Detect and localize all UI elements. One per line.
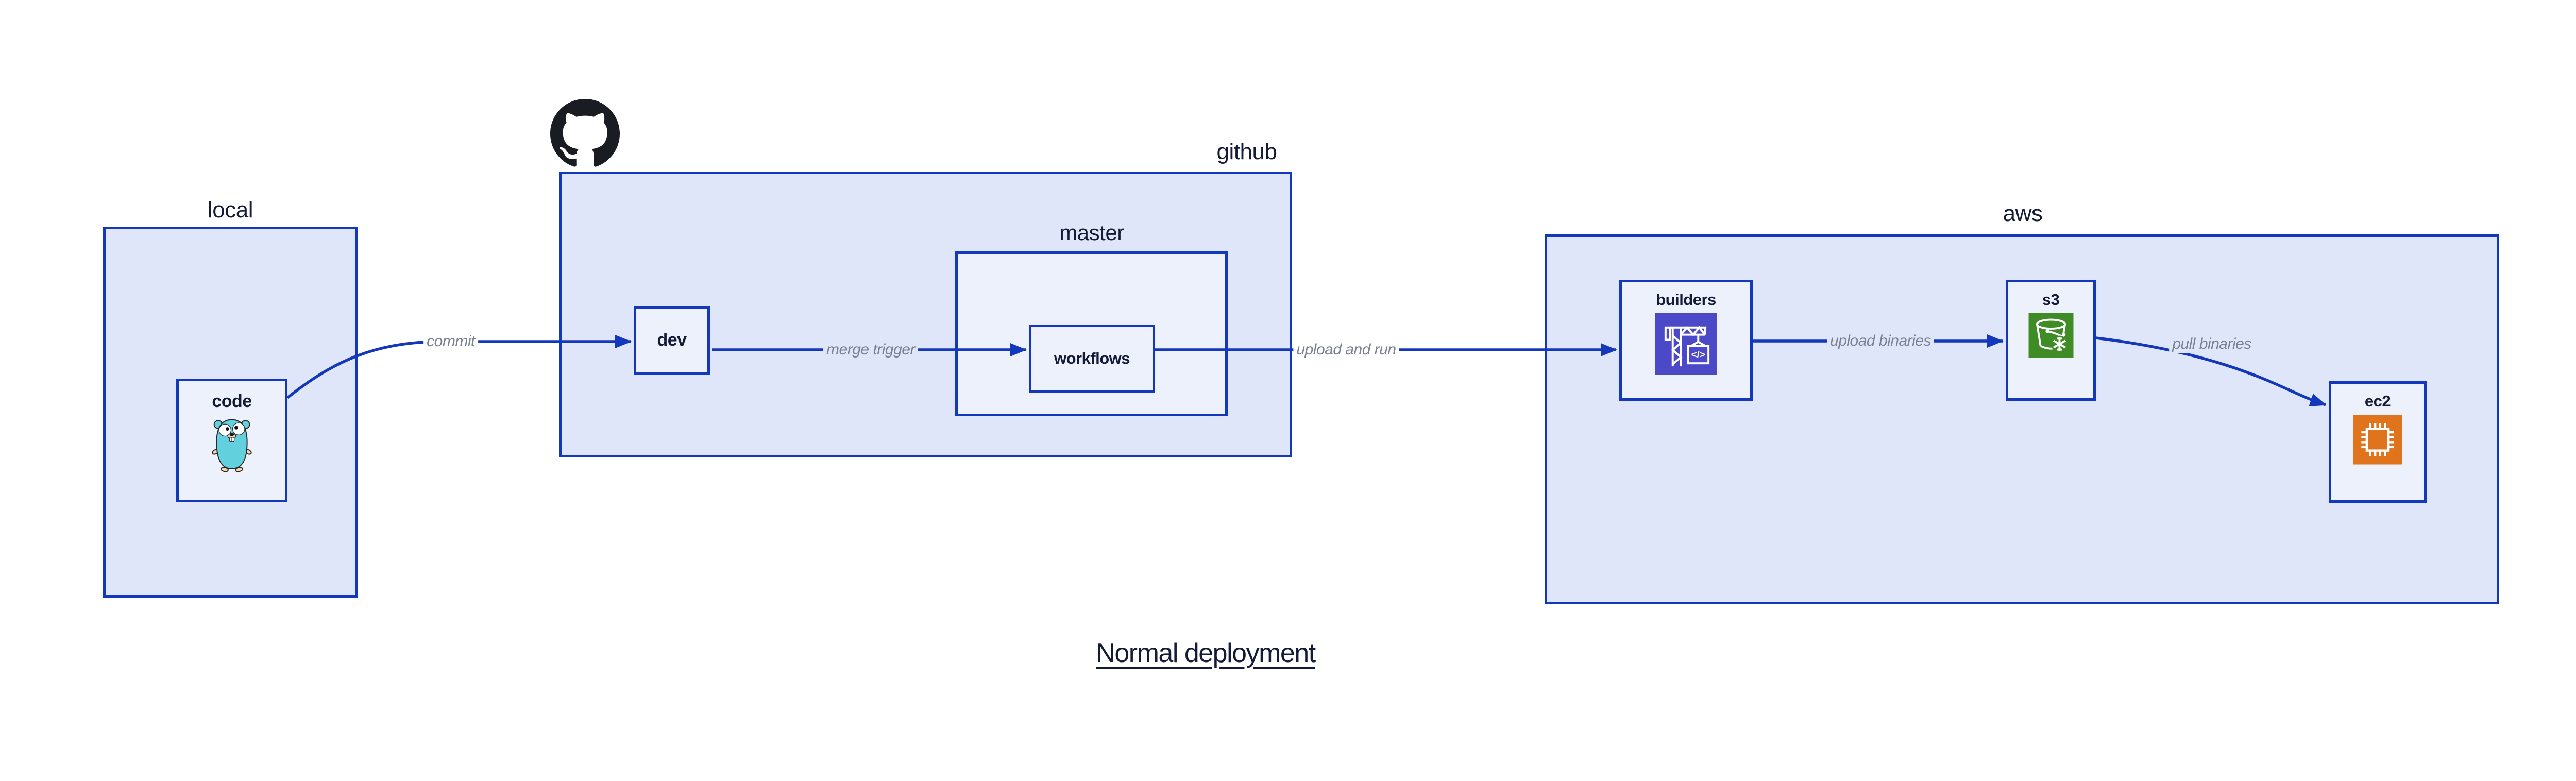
edge-label-upload-binaries: upload binaries: [1827, 332, 1934, 350]
node-workflows-label: workflows: [1054, 349, 1130, 367]
node-s3-label: s3: [2042, 291, 2060, 309]
node-dev: dev: [634, 306, 710, 375]
node-ec2: ec2: [2329, 381, 2427, 503]
node-builders: builders </>: [1619, 280, 1753, 401]
edge-pull-binaries-arrow: [2095, 336, 2327, 406]
node-ec2-label: ec2: [2364, 392, 2391, 410]
go-gopher-icon: [212, 419, 252, 472]
node-builders-label: builders: [1656, 291, 1716, 309]
edge-label-merge-trigger: merge trigger: [823, 341, 918, 359]
s3-bucket-icon: [2028, 313, 2073, 358]
edge-label-commit: commit: [423, 333, 478, 350]
group-label-master: master: [1059, 220, 1124, 245]
diagram-title: Normal deployment: [1096, 638, 1316, 668]
node-workflows: workflows: [1029, 325, 1155, 393]
ec2-chip-icon: [2353, 415, 2402, 465]
edge-label-pull-binaries: pull binaries: [2169, 335, 2255, 353]
group-label-github: github: [1216, 139, 1277, 164]
github-octocat-icon: [550, 99, 620, 167]
group-label-local: local: [208, 197, 253, 223]
node-dev-label: dev: [657, 330, 687, 350]
node-code: code: [176, 379, 287, 502]
node-s3: s3: [2006, 280, 2096, 401]
node-code-label: code: [212, 392, 252, 411]
edge-label-upload-and-run: upload and run: [1293, 341, 1399, 359]
codebuild-crane-icon: </>: [1655, 313, 1717, 375]
group-label-aws: aws: [2003, 201, 2043, 226]
codebuild-icon-code-glyph: </>: [1691, 349, 1705, 360]
